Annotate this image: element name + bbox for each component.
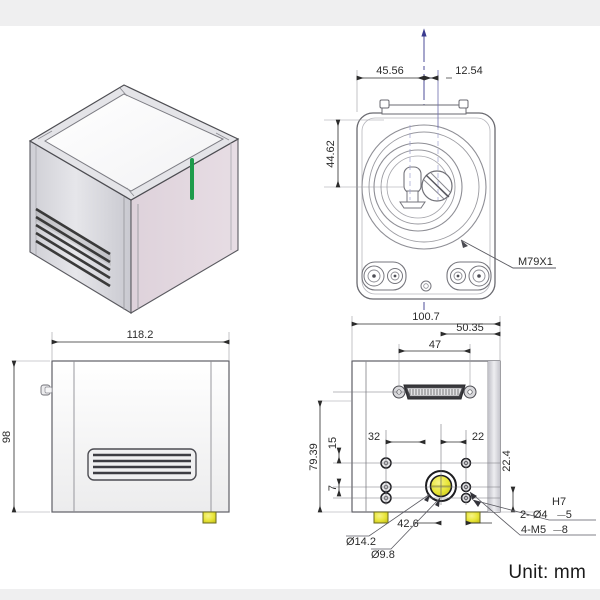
dim-15: 15 bbox=[327, 437, 342, 464]
rear-view: 100.7 50.35 47 32 22 bbox=[308, 311, 596, 561]
unit-note: Unit: mm bbox=[508, 562, 586, 583]
dim-44-62-label: 44.62 bbox=[325, 140, 337, 168]
side-vent-grille bbox=[87, 448, 197, 481]
dim-47-label: 47 bbox=[429, 339, 441, 351]
side-body-outline bbox=[51, 360, 230, 513]
dim-98: 98 bbox=[1, 360, 50, 513]
callout-thread-holes: 4-M5 ⏤8 bbox=[469, 491, 596, 536]
callout-pin-holes-depth: ⏤5 bbox=[557, 509, 572, 521]
dsub-connector bbox=[392, 384, 477, 400]
callout-pin-holes-tolerance: H7 bbox=[552, 496, 566, 508]
dim-45-56-label: 45.56 bbox=[376, 65, 404, 77]
dim-22-4-label: 22.4 bbox=[501, 450, 513, 471]
rear-right-band bbox=[488, 361, 500, 512]
dim-22: 22 bbox=[440, 431, 484, 445]
side-knob bbox=[40, 384, 53, 396]
callout-thread-holes-depth: ⏤8 bbox=[553, 524, 568, 536]
dim-22-4: 22.4 bbox=[500, 450, 540, 513]
dim-100-7-label: 100.7 bbox=[412, 311, 440, 323]
bottom-margin-band bbox=[0, 589, 600, 600]
dim-98-label: 98 bbox=[1, 431, 13, 443]
dim-15-label: 15 bbox=[327, 437, 339, 449]
mirror-face bbox=[425, 174, 450, 198]
rear-foot-right bbox=[465, 511, 481, 524]
front-connector-right bbox=[446, 261, 492, 291]
iso-top-corner-mark bbox=[119, 87, 128, 97]
callout-pin-holes: H7 2- Ø4 ⏤5 bbox=[472, 496, 596, 521]
dim-7-label: 7 bbox=[327, 485, 339, 491]
dim-79-39: 79.39 bbox=[308, 400, 352, 513]
dim-44-62: 44.62 bbox=[324, 119, 404, 188]
iso-vent-grille bbox=[35, 207, 111, 288]
iso-top-face bbox=[44, 93, 225, 192]
dim-42-6: 42.6 bbox=[397, 518, 492, 530]
front-flange-tab-left bbox=[379, 99, 390, 109]
dim-118-2: 118.2 bbox=[51, 329, 230, 360]
side-mounting-foot bbox=[202, 511, 217, 524]
galvo-body bbox=[403, 166, 422, 194]
front-view: 45.56 12.54 44.62 M79X1 bbox=[324, 28, 556, 310]
front-flange-tab-right bbox=[458, 99, 469, 109]
iso-top-corner-mark bbox=[126, 187, 135, 197]
dim-118-2-label: 118.2 bbox=[127, 329, 154, 341]
dim-12-54-label: 12.54 bbox=[455, 65, 483, 77]
callout-thread-label: M79X1 bbox=[518, 256, 553, 268]
callout-bore-14-2: Ø14.2 bbox=[346, 493, 431, 548]
front-top-flange bbox=[381, 104, 467, 115]
rear-foot-left bbox=[373, 511, 389, 524]
dim-79-39-label: 79.39 bbox=[308, 443, 320, 471]
dim-42-6-label: 42.6 bbox=[397, 518, 418, 530]
dim-7: 7 bbox=[327, 478, 342, 497]
front-body-inner-outline bbox=[361, 117, 491, 295]
galvo-base bbox=[399, 201, 426, 209]
front-galvo-assembly bbox=[399, 166, 453, 209]
dim-100-7: 100.7 bbox=[351, 311, 501, 360]
isometric-view bbox=[28, 84, 240, 314]
status-indicator-strip bbox=[190, 158, 194, 200]
dim-45-56: 45.56 bbox=[356, 65, 425, 81]
callout-thread-holes-label: 4-M5 bbox=[521, 524, 546, 536]
dim-12-54: 12.54 bbox=[423, 65, 483, 81]
dim-50-35: 50.35 bbox=[440, 322, 501, 337]
top-margin-band bbox=[0, 0, 600, 26]
callout-bore-9-8: Ø9.8 bbox=[371, 497, 441, 561]
dim-22-label: 22 bbox=[472, 431, 484, 443]
callout-thread: M79X1 bbox=[460, 239, 556, 269]
dim-32: 32 bbox=[368, 431, 426, 445]
front-connector-left bbox=[361, 261, 407, 291]
iso-top-corner-mark bbox=[215, 132, 230, 141]
callout-bore-9-8-label: Ø9.8 bbox=[371, 549, 395, 561]
iso-top-corner-mark bbox=[37, 130, 53, 140]
callout-pin-holes-label: 2- Ø4 bbox=[520, 509, 548, 521]
front-center-screw-inner bbox=[423, 283, 429, 289]
side-view: 118.2 98 bbox=[1, 329, 230, 524]
dim-47: 47 bbox=[398, 339, 471, 386]
galvo-neck bbox=[406, 190, 419, 203]
dim-32-label: 32 bbox=[368, 431, 380, 443]
callout-bore-14-2-label: Ø14.2 bbox=[346, 536, 376, 548]
dim-50-35-label: 50.35 bbox=[456, 322, 484, 334]
